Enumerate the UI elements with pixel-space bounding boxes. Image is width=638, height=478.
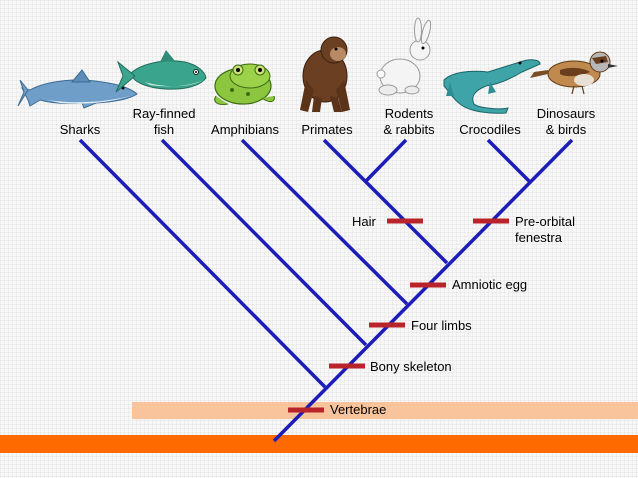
branch-ray-finned-fish	[160, 138, 368, 347]
trait-label-four-limbs: Four limbs	[411, 318, 472, 333]
branch-amphibians	[240, 138, 409, 306]
trait-label-pre-orbital-fenestra: Pre-orbital fenestra	[515, 214, 575, 245]
taxon-label-crocodiles: Crocodiles	[459, 122, 521, 137]
taxon-label-primates: Primates	[301, 122, 353, 137]
ground-band	[0, 435, 638, 453]
trait-label-bony-skeleton: Bony skeleton	[370, 359, 452, 374]
taxon-label-amphibians: Amphibians	[211, 122, 279, 137]
trait-label-vertebrae: Vertebrae	[330, 402, 387, 417]
chimpanzee-icon	[300, 36, 350, 112]
frog-icon	[214, 63, 275, 105]
taxon-label-sharks: Sharks	[59, 122, 101, 137]
branch-sharks	[78, 138, 327, 389]
vertebrae-band	[132, 402, 638, 419]
branch-primates	[322, 138, 449, 265]
tuna-fish-icon	[115, 50, 207, 93]
trait-label-amniotic-egg: Amniotic egg	[452, 277, 528, 292]
crocodile-icon	[443, 59, 541, 114]
trunk-branch	[272, 138, 574, 443]
branch-rodents-rabbits	[364, 138, 408, 183]
rabbit-icon	[376, 17, 432, 96]
taxon-label-rodents-rabbits: Rodents & rabbits	[383, 106, 435, 137]
trait-label-hair: Hair	[352, 214, 376, 229]
shark-icon	[17, 69, 138, 109]
taxon-label-ray-finned-fish: Ray-finned fish	[132, 106, 196, 137]
sparrow-icon	[530, 51, 618, 95]
branch-crocodiles	[486, 138, 532, 184]
taxon-label-dinosaurs-birds: Dinosaurs & birds	[536, 106, 596, 137]
